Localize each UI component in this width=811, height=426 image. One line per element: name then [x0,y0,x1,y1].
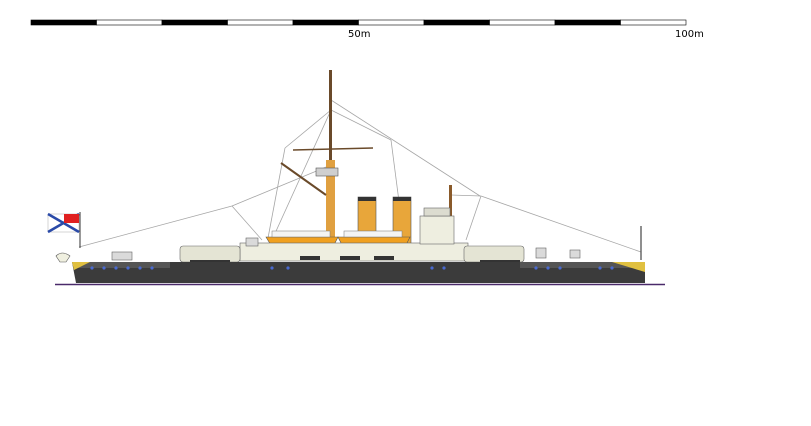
ensign-flag [47,212,81,248]
scale-bar [30,19,687,26]
scale-segment [30,19,97,26]
main-mast [280,70,374,260]
scale-segment [292,19,359,26]
scale-segment [96,19,163,26]
hull [72,262,645,283]
porthole [442,266,446,270]
porthole [90,266,94,270]
scale-label-50m: 50m [348,29,371,40]
scale-segment [358,19,425,26]
scale-segment [227,19,294,26]
deck-details [190,256,520,263]
porthole [558,266,562,270]
porthole [138,266,142,270]
porthole [286,266,290,270]
porthole [534,266,538,270]
superstructure [111,207,581,263]
scale-segment [554,19,621,26]
porthole [610,266,614,270]
porthole [126,266,130,270]
scale-label-100m: 100m [675,29,704,40]
scale-segment [423,19,490,26]
porthole [546,266,550,270]
scale-segment [620,19,687,26]
porthole [430,266,434,270]
porthole [270,266,274,270]
portholes [90,266,614,270]
porthole [598,266,602,270]
scale-segment [161,19,228,26]
rigging [78,99,642,253]
porthole [150,266,154,270]
porthole [114,266,118,270]
porthole [102,266,106,270]
scale-segment [489,19,556,26]
fore-mast [449,185,452,245]
stern-lamp-icon [55,252,71,263]
